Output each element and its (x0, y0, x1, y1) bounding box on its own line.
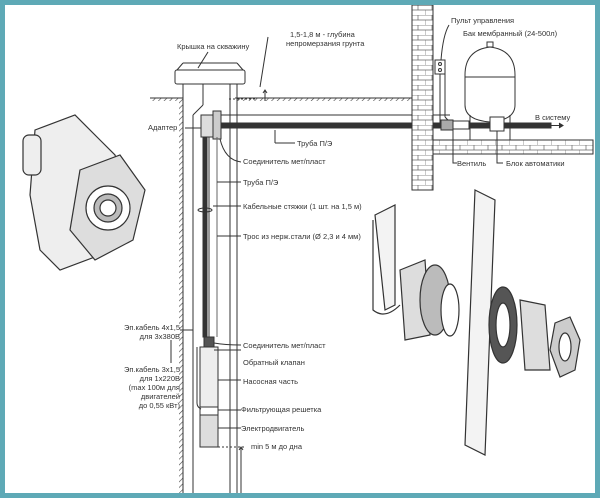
label-pe-pipe: Труба П/Э (243, 178, 279, 187)
diagram-frame: Крышка на скважину 1,5-1,8 м - глубина н… (5, 5, 595, 493)
label-adapter: Адаптер (148, 123, 178, 132)
well-diagram-drawing (22, 5, 594, 493)
label-cable-rope: Трос из нерж.стали (Ø 2,3 и 4 мм) (243, 232, 361, 241)
label-min-bottom: min 5 м до дна (251, 442, 302, 451)
label-check-valve: Обратный клапан (243, 358, 305, 367)
label-cable3-line4: двигателей (140, 392, 180, 401)
submersible-pump (196, 336, 219, 448)
label-cable-ties: Кабельные стяжки (1 шт. на 1,5 м) (243, 202, 362, 211)
label-filter: Фильтрующая решетка (241, 405, 322, 414)
label-valve: Вентиль (457, 159, 487, 168)
label-cable-3x1-5: Эп.кабель 3х1,5 для 1х220В (max 100м для… (124, 365, 180, 410)
exploded-fitting-illustration (372, 189, 581, 456)
label-motor: Электродвигатель (241, 424, 305, 433)
label-cable4-line2: для 3х380В (139, 332, 180, 341)
label-depth-2: непромерзания грунта (286, 39, 365, 48)
membrane-tank (464, 41, 516, 140)
label-depth-1: 1,5-1,8 м - глубина (290, 30, 355, 39)
label-cable3-line2: для 1х220В (139, 374, 180, 383)
label-to-system: В систему (535, 113, 571, 122)
well-casing (174, 62, 246, 493)
label-tank: Бак мембранный (24-500л) (463, 29, 558, 38)
cable-tie (197, 207, 213, 213)
valve (440, 119, 454, 131)
label-automation: Блок автоматики (506, 159, 565, 168)
label-cable-4x1-5: Эп.кабель 4х1,5 для 3х380В (124, 323, 180, 341)
label-cable3-line5: до 0,55 кВт) (138, 401, 180, 410)
label-connector-top: Соединитель мет/пласт (243, 157, 326, 166)
label-cable4-line1: Эп.кабель 4х1,5 (123, 323, 180, 332)
adapter-fitting (200, 114, 214, 138)
label-cable3-line1: Эп.кабель 3х1,5 (123, 365, 180, 374)
label-pump-part: Насосная часть (243, 377, 298, 386)
label-connector-bottom: Соединитель мет/пласт (243, 341, 326, 350)
label-well-cap: Крышка на скважину (177, 42, 250, 51)
house-wall (411, 5, 434, 191)
label-control-panel: Пульт управления (451, 16, 515, 25)
vertical-pe-pipe (202, 136, 208, 338)
floor-slab (432, 139, 594, 155)
adapter-illustration (22, 114, 146, 271)
label-cable3-line3: (max 100м для (128, 383, 180, 392)
automation-block (489, 116, 505, 132)
label-pe-pipe-top: Труба П/Э (297, 139, 333, 148)
